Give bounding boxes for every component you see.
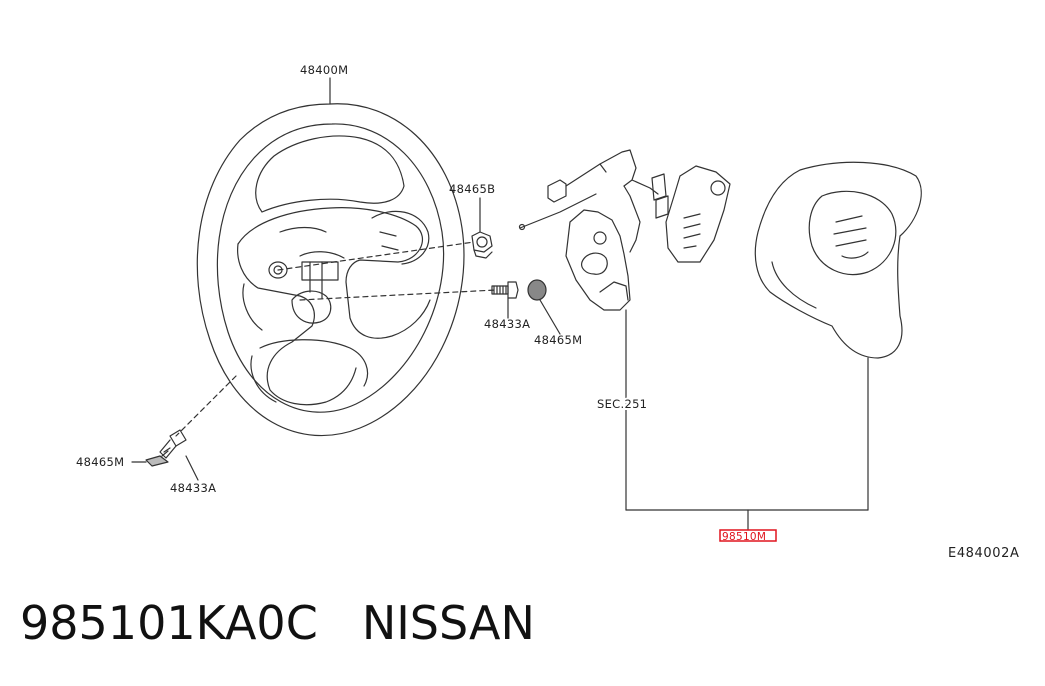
switch-assembly-drawing: [518, 149, 731, 311]
nut-48465b-drawing: [471, 231, 493, 259]
airbag-label-highlight: [719, 529, 777, 542]
part-caption: 985101KA0C NISSAN: [20, 596, 535, 650]
label-48400m: 48400M: [300, 63, 348, 77]
figure-code: E484002A: [948, 546, 1020, 561]
airbag-module-drawing: [754, 161, 922, 359]
caption-part-number: 985101KA0C: [20, 596, 318, 650]
bolt-48433a-right-drawing: [491, 281, 519, 299]
label-48433a-right: 48433A: [484, 317, 530, 331]
cap-48465m-right-drawing: [527, 279, 547, 301]
label-48465m-left: 48465M: [76, 455, 124, 469]
bolt-48433a-left-drawing: [159, 429, 187, 459]
label-48433a-left: 48433A: [170, 481, 216, 495]
parts-diagram: 48400M 48465B 48433A 48465M 48465M 48433…: [76, 63, 1020, 561]
steering-wheel-drawing: [196, 103, 465, 437]
label-48465b: 48465B: [449, 182, 495, 196]
caption-brand: NISSAN: [361, 596, 535, 650]
leader-lines: [131, 77, 869, 531]
label-48465m-right: 48465M: [534, 333, 582, 347]
label-sec-251: SEC.251: [597, 397, 647, 411]
cap-48465m-left-drawing: [145, 455, 169, 467]
label-98510m: 98510M: [722, 531, 766, 543]
dashed-guide-lines: [175, 241, 497, 437]
